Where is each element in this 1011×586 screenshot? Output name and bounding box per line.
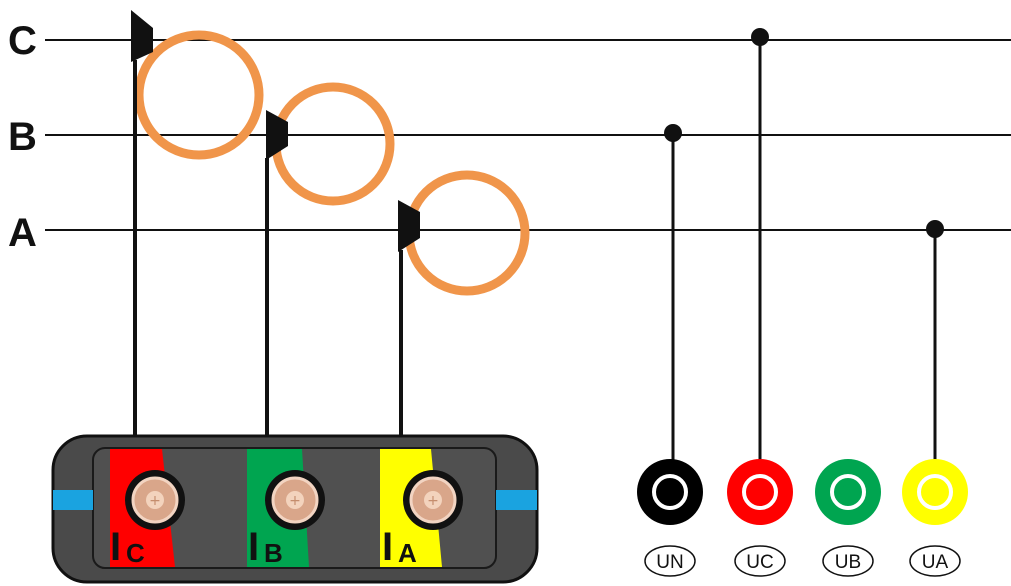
terminal-label-uc: UC [734,545,786,577]
channel-label-ib: I B [248,525,283,569]
terminal-label-ua: UA [909,545,961,577]
terminal-label-ub-text: UB [835,552,861,573]
current-jack-ib[interactable]: + [265,470,325,530]
side-marker-left [53,490,93,510]
clamp-coil-c [134,30,264,160]
junction-dot-b [664,124,682,142]
channel-label-ic-sub: C [126,538,145,568]
voltage-terminal-ub[interactable] [815,459,881,525]
clamp-coil-b [271,82,395,206]
voltage-terminal-uc[interactable] [727,459,793,525]
channel-label-ic-main: I [110,525,121,569]
channel-label-ic: I C [110,525,145,569]
terminal-label-ub: UB [822,545,874,577]
clamp-head-a [398,200,420,252]
terminal-label-ua-text: UA [922,552,949,573]
channel-label-ia-main: I [382,525,393,569]
junction-dot-c [751,28,769,46]
phase-label-c: C [8,19,37,63]
current-input-device: + + + I C I B I A [51,434,539,584]
svg-text:+: + [289,493,301,509]
clamp-head-b [266,110,288,160]
channel-label-ib-sub: B [264,538,283,568]
phase-label-b: B [8,115,37,159]
svg-text:+: + [149,493,161,509]
voltage-terminal-un[interactable] [637,459,703,525]
current-jack-ic[interactable]: + [125,470,185,530]
junction-dot-a [926,220,944,238]
terminal-label-un: UN [644,545,696,577]
channel-label-ia-sub: A [398,538,417,568]
clamp-head-c [131,10,153,62]
channel-label-ib-main: I [248,525,259,569]
current-jack-ia[interactable]: + [403,470,463,530]
clamp-coil-a [404,170,530,296]
terminal-label-uc-text: UC [746,552,773,573]
phase-label-a: A [8,211,37,255]
svg-text:+: + [427,493,439,509]
terminal-label-un-text: UN [656,552,683,573]
voltage-terminal-ua[interactable] [902,459,968,525]
channel-label-ia: I A [382,525,417,569]
side-marker-right [496,490,537,510]
